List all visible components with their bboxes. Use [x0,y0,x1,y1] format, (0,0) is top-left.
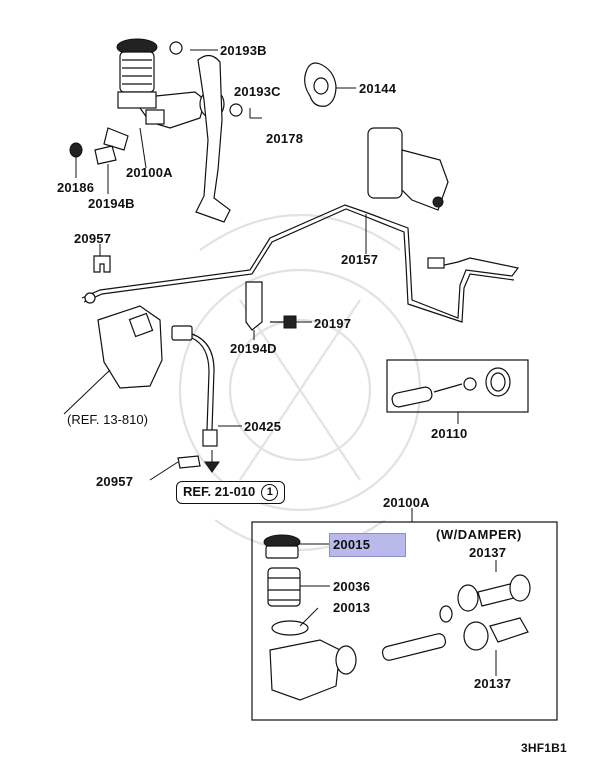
clutch-pipe-20157 [81,204,520,323]
label-20137-top[interactable]: 20137 [469,545,507,560]
inset-parts [263,534,531,701]
label-20178[interactable]: 20178 [266,131,304,146]
label-20957-bottom[interactable]: 20957 [96,474,134,489]
label-20193b[interactable]: 20193B [220,43,267,58]
ref-circle-number: 1 [261,484,279,502]
label-20013[interactable]: 20013 [333,600,371,615]
slave-cylinder [367,127,449,211]
hose-20425 [171,325,220,473]
inset-box-20100a [251,521,558,721]
small-parts-top-left [69,127,129,165]
gasket-20144 [304,62,337,107]
label-20194d[interactable]: 20194D [230,341,277,356]
bracket-20194d [245,281,263,331]
label-20100a-box[interactable]: 20100A [383,495,430,510]
label-20186[interactable]: 20186 [57,180,95,195]
clutch-pedal [169,41,262,223]
leader-lines [75,49,497,676]
clip-20957-bottom [177,455,201,469]
bracket-ref-13-810 [63,305,163,415]
push-rod-kit [391,367,511,408]
label-20137-bottom[interactable]: 20137 [474,676,512,691]
label-20015[interactable]: 20015 [333,537,371,552]
label-20144[interactable]: 20144 [359,81,397,96]
clip-20957-top [93,255,111,273]
label-20194b[interactable]: 20194B [88,196,135,211]
damper-title: (W/DAMPER) [436,527,522,542]
watermark-emblem [178,213,422,552]
highlight-20015 [329,533,406,557]
ref-21-010-box[interactable]: REF. 21-010 1 [176,481,286,505]
label-20036[interactable]: 20036 [333,579,371,594]
ref-13-810[interactable]: (REF. 13-810) [67,412,148,427]
diagram-code: 3HF1B1 [521,741,567,755]
ref-21-010-text: REF. 21-010 [183,484,256,499]
label-20110[interactable]: 20110 [431,426,468,441]
label-20157[interactable]: 20157 [341,252,379,267]
label-20100a-top[interactable]: 20100A [126,165,173,180]
label-20193c[interactable]: 20193C [234,84,281,99]
label-20957-top[interactable]: 20957 [74,231,112,246]
label-20197[interactable]: 20197 [314,316,352,331]
label-20425[interactable]: 20425 [244,419,282,434]
